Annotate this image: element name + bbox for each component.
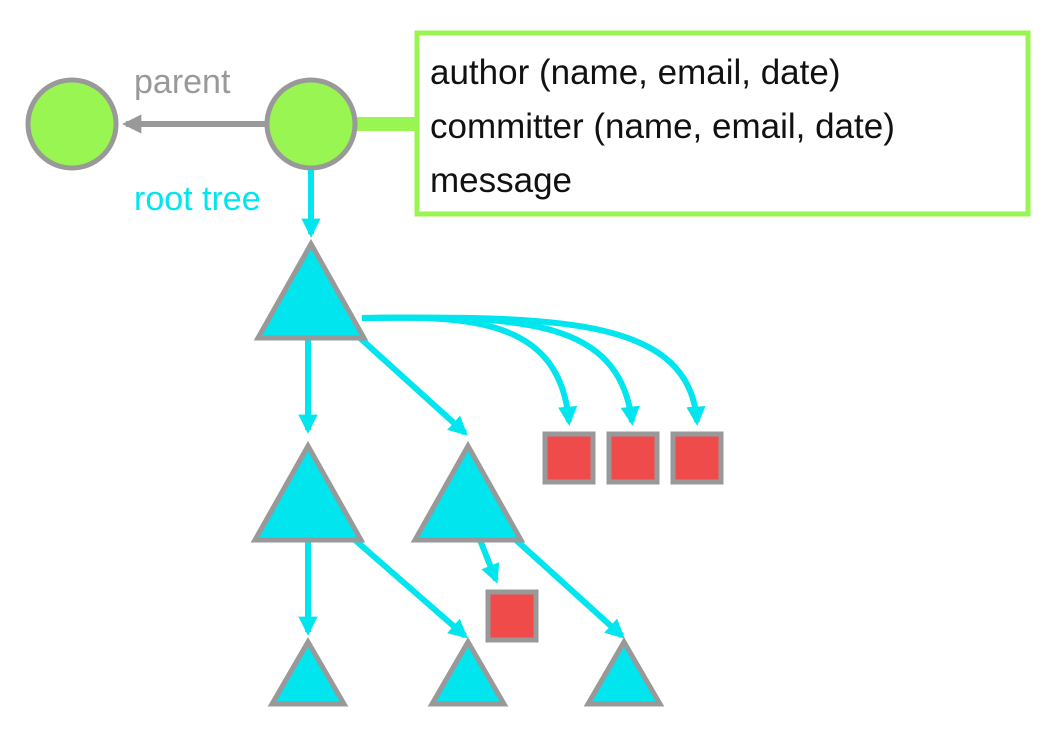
commit-node	[264, 77, 358, 171]
commit-field-committer: committer (name, email, date)	[430, 107, 895, 146]
commit-info-box	[414, 30, 1031, 217]
parent-label: parent	[134, 63, 231, 101]
edge-root-to-blob-3	[361, 314, 706, 426]
subtree-edges	[298, 537, 625, 639]
edge-root-to-right-subtree	[357, 335, 468, 436]
blob-node-1	[542, 431, 596, 485]
blob-node-3	[670, 431, 724, 485]
edge-right-subtree-to-leaf-3	[513, 537, 625, 639]
root-tree-label: root tree	[134, 180, 261, 218]
root-tree-edges	[298, 314, 706, 436]
parent-commit-node	[25, 77, 119, 171]
blob-node-4	[485, 589, 539, 643]
root-tree-node	[253, 238, 369, 341]
commit-field-author: author (name, email, date)	[430, 53, 840, 92]
leaf-tree-node-1	[267, 637, 349, 707]
right-subtree-node	[410, 440, 526, 543]
edge-root-to-blob-2	[361, 314, 640, 426]
commit-field-message: message	[430, 161, 572, 200]
leaf-tree-node-3	[583, 637, 665, 707]
leaf-tree-node-2	[427, 637, 509, 707]
left-subtree-node	[250, 440, 366, 543]
edge-left-subtree-to-leaf-2	[353, 537, 468, 639]
blob-node-2	[606, 431, 660, 485]
edge-right-subtree-to-blob	[477, 538, 500, 584]
